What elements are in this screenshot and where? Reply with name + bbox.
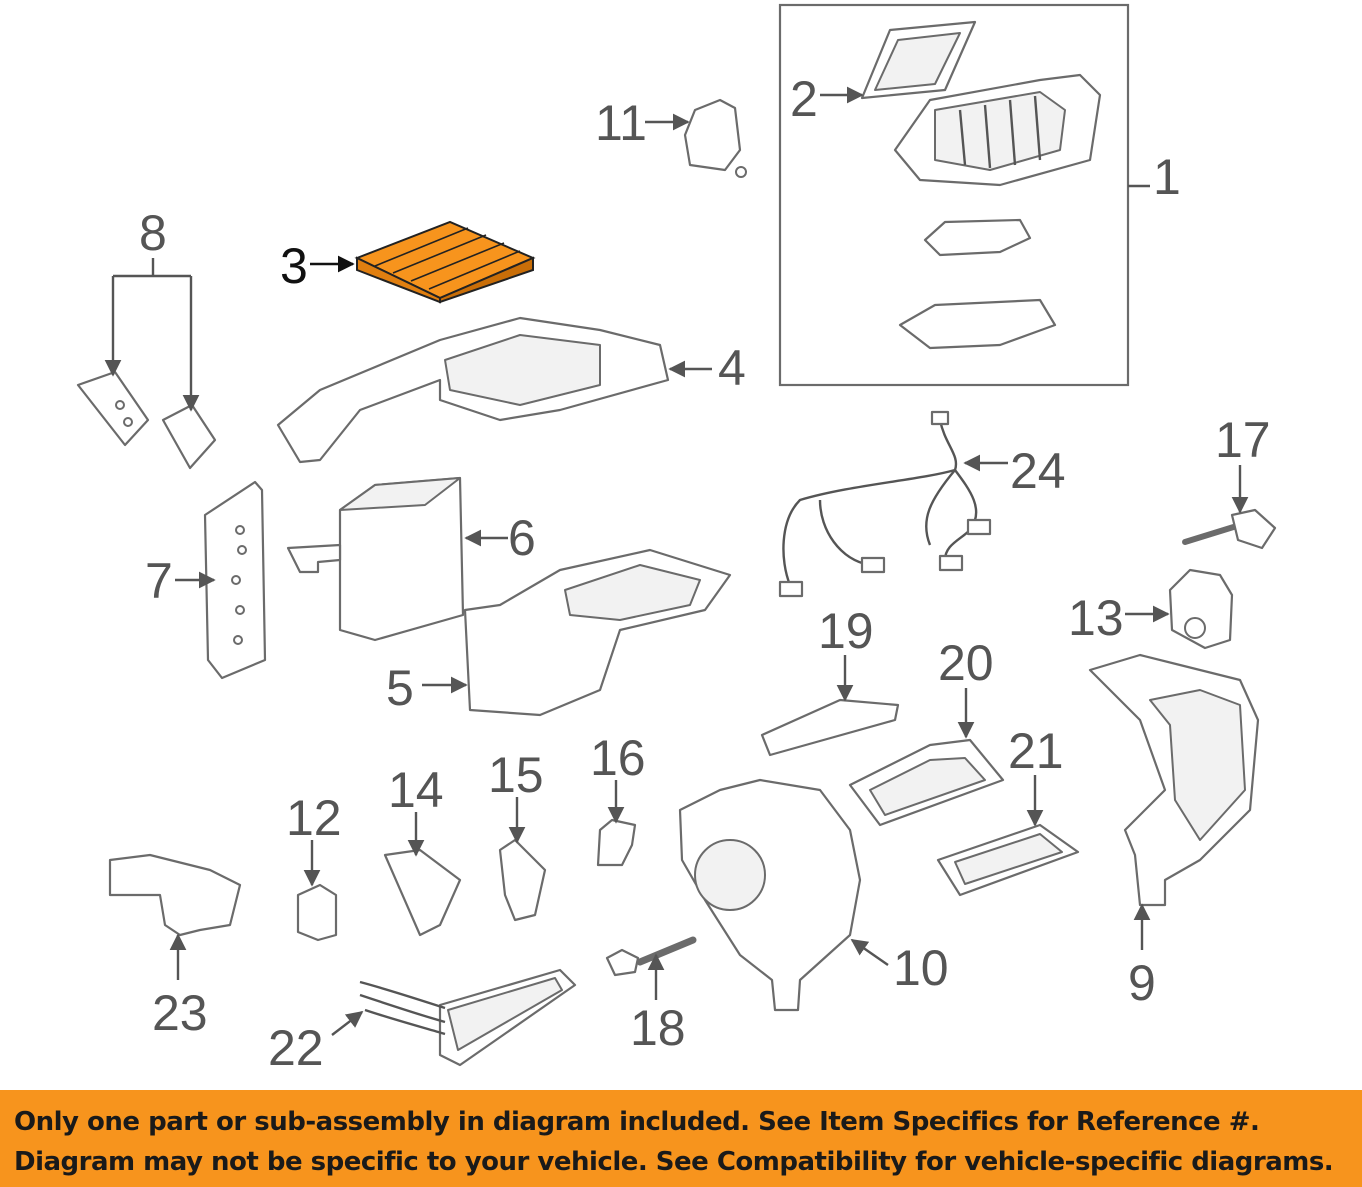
callout-9: 9 — [1128, 955, 1156, 1011]
callout-15: 15 — [488, 747, 544, 803]
part-2-gasket[interactable] — [860, 20, 977, 100]
callout-10: 10 — [893, 940, 949, 996]
callout-19: 19 — [818, 603, 874, 659]
part-23-duct[interactable] — [108, 853, 242, 937]
assembly-box-1 — [778, 3, 1130, 387]
part-17-sensor[interactable] — [1182, 508, 1277, 550]
part-11-actuator[interactable] — [683, 98, 747, 178]
callout-13: 13 — [1068, 590, 1124, 646]
part-15-duct[interactable] — [498, 838, 547, 922]
part-8-brackets[interactable] — [76, 370, 217, 470]
callout-1: 1 — [1153, 149, 1181, 205]
callout-7: 7 — [145, 553, 173, 609]
part-9-duct[interactable] — [1088, 653, 1260, 907]
callout-6: 6 — [508, 510, 536, 566]
part-13-actuator[interactable] — [1168, 568, 1234, 650]
part-3-cabin-air-filter[interactable] — [354, 220, 536, 304]
callout-12: 12 — [286, 790, 342, 846]
callout-21: 21 — [1008, 723, 1064, 779]
part-12-relay[interactable] — [296, 883, 338, 942]
callout-23: 23 — [152, 985, 208, 1041]
callout-3: 3 — [280, 238, 308, 294]
callout-14: 14 — [388, 762, 444, 818]
part-24-wiring-harness[interactable] — [778, 410, 992, 598]
parts-diagram: 1 2 3 4 5 6 7 8 9 10 11 12 13 14 15 16 1… — [76, 3, 1277, 1076]
disclaimer-line-2: Diagram may not be specific to your vehi… — [14, 1147, 1334, 1177]
part-20-duct[interactable] — [848, 738, 1005, 827]
callout-4: 4 — [718, 340, 746, 396]
callout-16: 16 — [590, 730, 646, 786]
callout-2: 2 — [790, 71, 818, 127]
disclaimer-line-1: Only one part or sub-assembly in diagram… — [14, 1107, 1260, 1137]
part-10-blower-housing[interactable] — [678, 778, 862, 1012]
callout-20: 20 — [938, 635, 994, 691]
callout-18: 18 — [630, 1000, 686, 1056]
part-6-evaporator[interactable] — [286, 476, 465, 642]
callout-5: 5 — [386, 660, 414, 716]
callout-11: 11 — [595, 95, 647, 151]
callout-24: 24 — [1010, 443, 1066, 499]
disclaimer-banner: Only one part or sub-assembly in diagram… — [0, 1090, 1362, 1187]
part-18-sensor[interactable] — [605, 936, 697, 977]
part-22-heater-core[interactable] — [359, 968, 577, 1067]
part-1-blower-case[interactable] — [893, 73, 1102, 350]
part-5-heater-case[interactable] — [463, 548, 732, 717]
part-4-filter-housing[interactable] — [276, 316, 670, 464]
callout-8: 8 — [139, 205, 167, 261]
part-7-seal-plate[interactable] — [203, 480, 267, 680]
callout-22: 22 — [268, 1020, 324, 1076]
callout-17: 17 — [1215, 412, 1271, 468]
part-16-clip[interactable] — [596, 818, 637, 867]
part-21-screen[interactable] — [936, 823, 1080, 897]
part-19-duct[interactable] — [760, 698, 900, 757]
part-14-duct[interactable] — [383, 848, 462, 937]
